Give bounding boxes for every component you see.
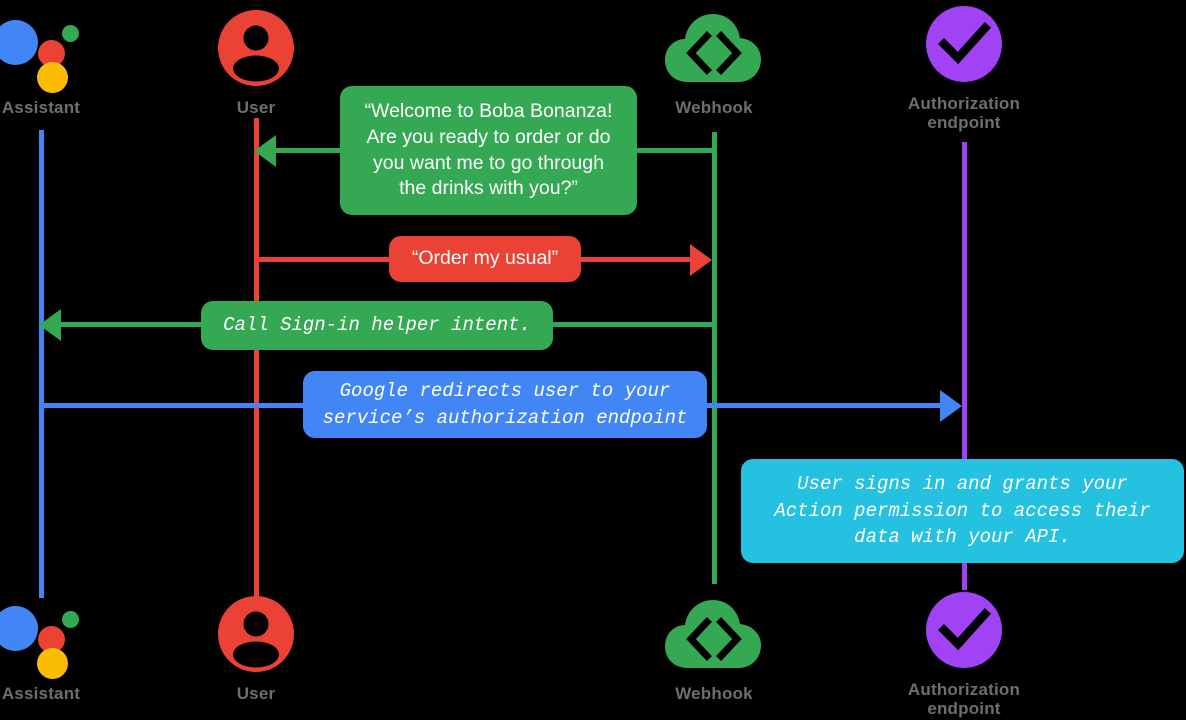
message-text-order: “Order my usual” [411, 247, 559, 270]
actor-webhook-bottom: Webhook [624, 594, 804, 703]
actor-label-webhook: Webhook [675, 684, 753, 703]
message-bubble-signin-helper: Call Sign-in helper intent. [201, 301, 553, 350]
cloud-code-glyph [665, 600, 761, 668]
actor-label-webhook: Webhook [675, 98, 753, 117]
lifeline-user [254, 118, 259, 598]
user-avatar-glyph [218, 10, 294, 86]
user-avatar-glyph [218, 596, 294, 672]
actor-label-authorization: Authorization endpoint [907, 94, 1021, 133]
message-text-signin-helper: Call Sign-in helper intent. [223, 314, 531, 337]
arrowhead-google-redirect-right [940, 390, 962, 422]
arrowhead-order-right [690, 244, 712, 276]
purple-check-icon [914, 590, 1014, 674]
user-avatar-icon [206, 8, 306, 92]
user-avatar-icon [206, 594, 306, 678]
purple-check-glyph [926, 6, 1002, 82]
actor-user-bottom: User [166, 594, 346, 703]
assistant-dot-blue-icon [0, 606, 38, 651]
actor-assistant-bottom: Assistant [0, 594, 131, 703]
lifeline-webhook [712, 132, 717, 584]
arrowhead-signin-helper-left [39, 309, 61, 341]
assistant-dot-green-icon [62, 25, 79, 42]
assistant-dot-green-icon [62, 611, 79, 628]
cloud-code-icon [664, 594, 764, 678]
message-bubble-welcome: “Welcome to Boba Bonanza! Are you ready … [340, 86, 637, 215]
actor-authorization-top: Authorization endpoint [874, 4, 1054, 132]
message-text-google-redirect: Google redirects user to your service’s … [322, 379, 688, 429]
google-assistant-icon [0, 594, 91, 679]
actor-webhook-top: Webhook [624, 8, 804, 117]
purple-check-glyph [926, 592, 1002, 668]
actor-label-user: User [236, 98, 276, 117]
lifeline-assistant [39, 130, 44, 598]
actor-label-assistant: Assistant [1, 684, 81, 703]
actor-label-user: User [236, 684, 276, 703]
actor-user-top: User [166, 8, 346, 117]
actor-assistant-top: Assistant [0, 8, 131, 117]
assistant-dot-yellow-icon [37, 62, 68, 93]
message-text-user-grants-permission: User signs in and grants your Action per… [774, 472, 1151, 549]
assistant-dot-yellow-icon [37, 648, 68, 679]
cloud-code-icon [664, 8, 764, 92]
purple-check-icon [914, 4, 1014, 88]
message-bubble-order: “Order my usual” [389, 236, 581, 282]
actor-label-authorization: Authorization endpoint [907, 680, 1021, 719]
assistant-dot-blue-icon [0, 20, 38, 65]
actor-label-assistant: Assistant [1, 98, 81, 117]
lifeline-authorization [962, 142, 967, 590]
actor-authorization-bottom: Authorization endpoint [874, 590, 1054, 718]
arrowhead-welcome-left [254, 135, 276, 167]
message-text-welcome: “Welcome to Boba Bonanza! Are you ready … [364, 100, 613, 200]
message-bubble-google-redirect: Google redirects user to your service’s … [303, 371, 707, 438]
message-bubble-user-grants-permission: User signs in and grants your Action per… [741, 459, 1184, 563]
google-assistant-icon [0, 8, 91, 93]
cloud-code-glyph [665, 14, 761, 82]
